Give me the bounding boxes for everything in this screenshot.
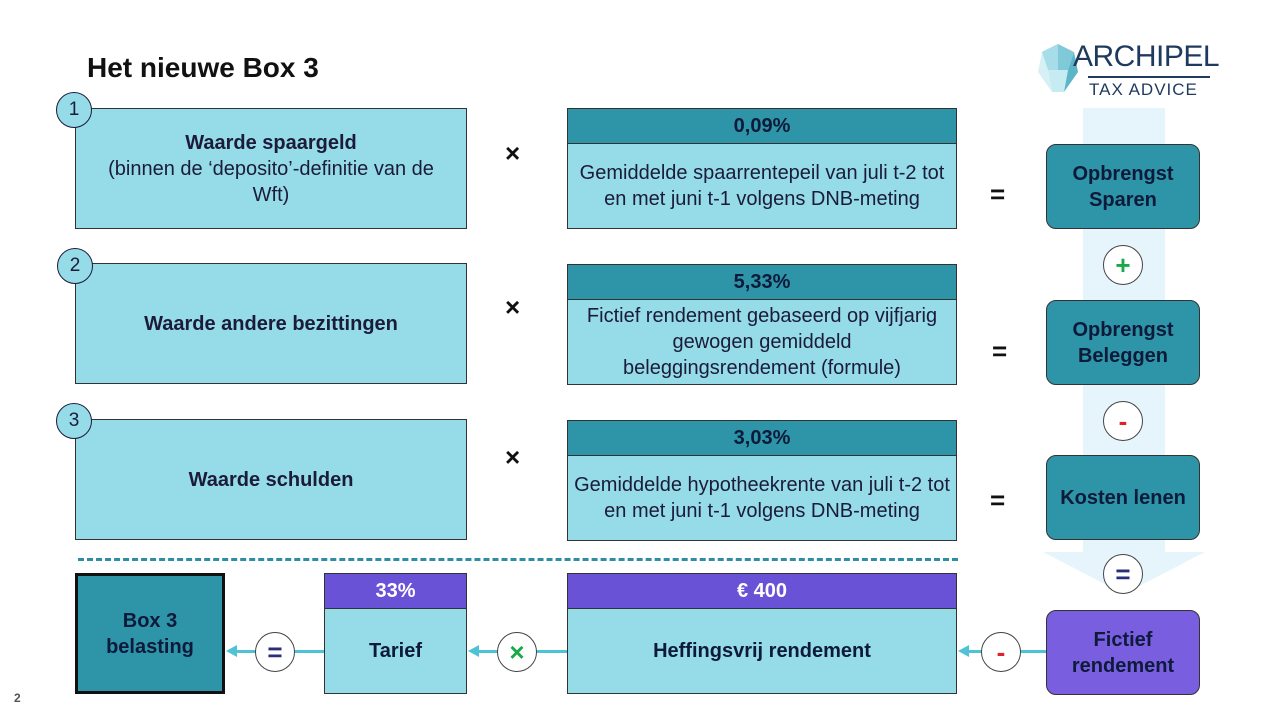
result-opbrengst-beleggen: Opbrengst Beleggen xyxy=(1046,300,1200,385)
input-bold-text: Waarde spaargeld xyxy=(185,131,357,154)
section-divider xyxy=(78,558,958,561)
row-number-badge: 1 xyxy=(56,92,92,128)
rate-description: Gemiddelde spaarrentepeil van juli t-2 t… xyxy=(567,144,957,229)
equals-operator-icon: = xyxy=(255,632,295,672)
input-sub-text: (binnen de ‘deposito’-definitie van de W… xyxy=(108,157,434,206)
plus-operator-icon: + xyxy=(1103,245,1143,285)
logo-divider xyxy=(1088,76,1210,78)
rate-value-header: 0,09% xyxy=(567,108,957,144)
flow-arrowhead xyxy=(468,645,479,657)
equals-operator-icon: = xyxy=(1103,554,1143,594)
input-bold-text: Waarde schulden xyxy=(188,468,354,491)
rate-value-header: 3,03% xyxy=(567,420,957,456)
multiply-sign: × xyxy=(505,442,521,472)
input-box-bezittingen: Waarde andere bezittingen xyxy=(75,263,467,384)
fictief-rendement-box: Fictief rendement xyxy=(1046,610,1200,695)
page-number: 2 xyxy=(14,691,21,705)
rate-description: Fictief rendement gebaseerd op vijfjarig… xyxy=(567,300,957,385)
equals-sign: = xyxy=(990,485,1006,515)
row-number-badge: 2 xyxy=(57,248,93,284)
flow-arrowhead xyxy=(958,645,969,657)
tarief-label: Tarief xyxy=(324,609,467,694)
minus-operator-icon: - xyxy=(1103,401,1143,441)
equals-sign: = xyxy=(990,179,1006,209)
rate-description: Gemiddelde hypotheekrente van juli t-2 t… xyxy=(567,456,957,541)
multiply-operator-icon: × xyxy=(497,632,537,672)
logo-name: ARCHIPEL xyxy=(1073,40,1220,73)
result-kosten-lenen: Kosten lenen xyxy=(1046,455,1200,540)
multiply-sign: × xyxy=(505,292,521,322)
logo-crystal-icon xyxy=(1038,44,1078,92)
flow-arrowhead xyxy=(226,645,237,657)
result-opbrengst-sparen: Opbrengst Sparen xyxy=(1046,144,1200,229)
archipel-logo: ARCHIPEL TAX ADVICE xyxy=(1036,38,1220,102)
multiply-sign: × xyxy=(505,138,521,168)
box3-belasting-box: Box 3 belasting xyxy=(75,573,225,694)
logo-tagline: TAX ADVICE xyxy=(1089,80,1198,99)
input-box-schulden: Waarde schulden xyxy=(75,419,467,540)
row-number-badge: 3 xyxy=(56,403,92,439)
rate-value-header: 5,33% xyxy=(567,264,957,300)
minus-operator-icon: - xyxy=(981,632,1021,672)
heffingsvrij-label: Heffingsvrij rendement xyxy=(567,609,957,694)
input-bold-text: Waarde andere bezittingen xyxy=(144,312,398,335)
tarief-percentage: 33% xyxy=(324,573,467,609)
equals-sign: = xyxy=(992,336,1008,366)
input-box-spaargeld: Waarde spaargeld (binnen de ‘deposito’-de… xyxy=(75,108,467,229)
heffingsvrij-amount: € 400 xyxy=(567,573,957,609)
slide-title: Het nieuwe Box 3 xyxy=(87,52,319,83)
